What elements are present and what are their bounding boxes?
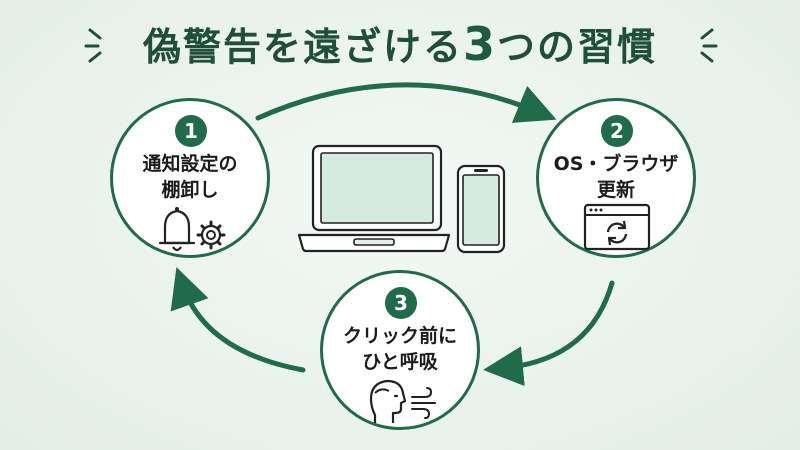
step-2-badge: 2 [601, 115, 633, 147]
laptop-icon [297, 144, 451, 253]
step-2-label: OS・ブラウザ 更新 [539, 151, 693, 203]
title-text: 偽警告を遠ざける [142, 25, 463, 69]
step-2-label-line1: OS・ブラウザ [553, 153, 679, 175]
bell-gear-icon [158, 207, 226, 252]
browser-refresh-icon [583, 203, 651, 251]
arrow-step3-to-step1 [170, 267, 306, 373]
person-breathing-icon [369, 379, 436, 423]
left-sparkle-icon [84, 28, 102, 63]
smartphone-icon [456, 164, 506, 254]
step-1-label: 通知設定の 棚卸し [113, 151, 267, 203]
step-2-label-line2: 更新 [596, 179, 635, 201]
arrow-step1-to-step2 [255, 82, 557, 123]
step-1-badge: 1 [175, 115, 207, 147]
step-3-label-line1: クリック前に [342, 325, 457, 347]
step-1-label-line2: 棚卸し [161, 179, 219, 201]
step-2-circle: 2 OS・ブラウザ 更新 [536, 98, 696, 258]
step-3-badge: 3 [385, 287, 417, 319]
title-number: 3 [462, 17, 497, 71]
step-1-label-line1: 通知設定の [142, 153, 238, 175]
title-suffix: つの習慣 [497, 25, 658, 69]
page-title: 偽警告を遠ざける3つの習慣 [0, 14, 800, 77]
step-3-circle: 3 クリック前に ひと呼吸 [320, 270, 480, 430]
step-3-label-line2: ひと呼吸 [362, 351, 438, 373]
right-sparkle-icon [700, 28, 718, 63]
arrow-step2-to-step3 [483, 280, 615, 387]
step-3-label: クリック前に ひと呼吸 [323, 323, 477, 375]
step-1-circle: 1 通知設定の 棚卸し [110, 98, 270, 258]
